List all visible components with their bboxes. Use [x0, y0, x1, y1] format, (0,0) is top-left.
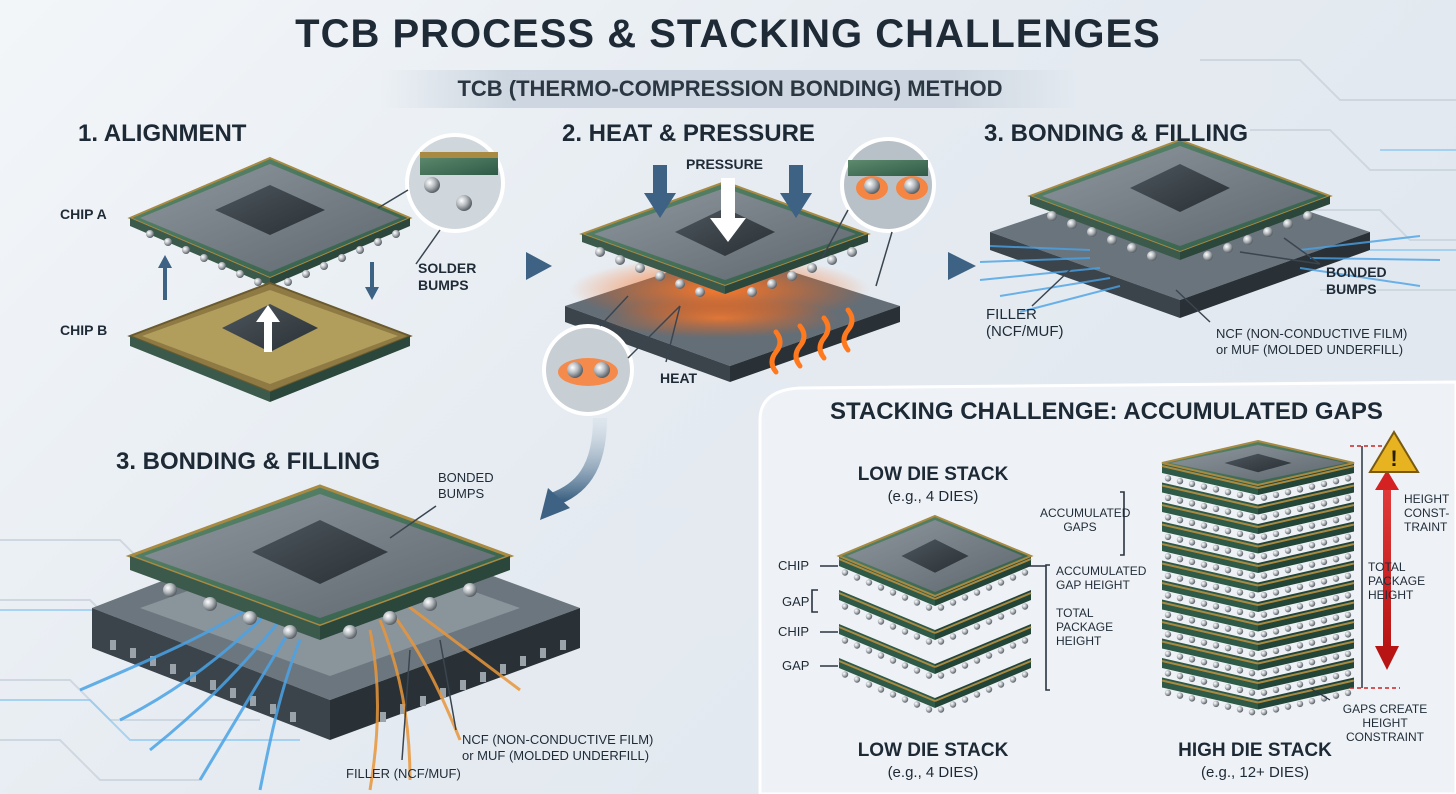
bonding-top-illustration	[979, 138, 1441, 323]
step-bonding-bottom-heading: 3. BONDING & FILLING	[116, 448, 380, 475]
high-stack-die	[1161, 677, 1355, 716]
high-stack-die	[1161, 658, 1355, 696]
gaps-create-constraint-label: GAPS CREATE HEIGHT CONSTRAINT	[1342, 702, 1428, 744]
low-stack-die	[836, 514, 1034, 611]
high-stack-die	[1161, 638, 1355, 677]
chip-a-label: CHIP A	[60, 206, 107, 222]
step-bonding-top-heading: 3. BONDING & FILLING	[984, 120, 1248, 147]
high-stack-die	[1161, 619, 1355, 657]
high-stack-die	[1161, 599, 1355, 638]
chip-b-label: CHIP B	[60, 322, 108, 338]
accumulated-gaps-label: ACCUMULATED GAPS	[1040, 506, 1131, 534]
heat-pressure-illustration	[542, 137, 936, 416]
gap-label-1: GAP	[782, 594, 810, 609]
filler-top-label: FILLER (NCF/MUF)	[986, 306, 1064, 340]
svg-text:!: !	[1390, 446, 1397, 471]
stacking-challenge-title: STACKING CHALLENGE: ACCUMULATED GAPS	[830, 398, 1383, 425]
high-stack-die	[1161, 521, 1355, 560]
bonding-bottom-illustration	[79, 484, 580, 791]
low-stack-die	[838, 590, 1032, 645]
bonded-bumps-top-label: BONDED BUMPS	[1326, 264, 1387, 297]
red-up-arrow	[1375, 470, 1399, 490]
chip-label-1: CHIP	[778, 558, 810, 573]
red-down-arrow	[1375, 646, 1399, 670]
high-stack-die	[1161, 580, 1355, 618]
low-stack-die	[838, 658, 1032, 713]
heat-label: HEAT	[660, 370, 698, 386]
low-stack-bottom-subtitle: (e.g., 4 DIES)	[887, 764, 979, 781]
ncf-muf-top-label: NCF (NON-CONDUCTIVE FILM) or MUF (MOLDED…	[1216, 326, 1408, 357]
high-stack-die	[1161, 439, 1355, 501]
high-stack-die	[1161, 502, 1355, 540]
subtitle-band	[380, 70, 1080, 108]
total-package-height-low-label: TOTAL PACKAGE HEIGHT	[1056, 606, 1114, 648]
alignment-illustration	[127, 133, 505, 402]
high-stack-die	[1161, 560, 1355, 599]
filler-bottom-label: FILLER (NCF/MUF)	[346, 766, 461, 781]
page-title: TCB PROCESS & STACKING CHALLENGES	[295, 12, 1161, 56]
gap-label-2: GAP	[782, 658, 810, 673]
step-heat-pressure-heading: 2. HEAT & PRESSURE	[562, 120, 815, 147]
solder-bumps-label: SOLDER BUMPS	[418, 260, 477, 293]
step-alignment-heading: 1. ALIGNMENT	[78, 120, 247, 147]
total-package-height-high-label: TOTAL PACKAGE HEIGHT	[1368, 560, 1426, 602]
pressure-label: PRESSURE	[686, 156, 764, 172]
high-die-stack-illustration	[1161, 439, 1355, 716]
high-stack-subtitle: (e.g., 12+ DIES)	[1201, 764, 1309, 781]
low-stack-bottom-title: LOW DIE STACK	[857, 740, 1009, 761]
high-stack-die	[1161, 541, 1355, 579]
high-stack-title: HIGH DIE STACK	[1178, 740, 1332, 761]
low-stack-die	[838, 624, 1032, 679]
low-stack-top-title: LOW DIE STACK	[857, 464, 1009, 485]
chip-label-2: CHIP	[778, 624, 810, 639]
page-subtitle: TCB (THERMO-COMPRESSION BONDING) METHOD	[457, 76, 1003, 101]
ncf-muf-bottom-label: NCF (NON-CONDUCTIVE FILM) or MUF (MOLDED…	[462, 732, 654, 763]
accumulated-gap-height-label: ACCUMULATED GAP HEIGHT	[1056, 564, 1147, 592]
height-constraint-label: HEIGHT CONST- TRAINT	[1404, 492, 1450, 534]
high-stack-die	[1161, 482, 1355, 521]
low-die-stack-illustration	[836, 514, 1034, 713]
warning-triangle-icon: !	[1368, 430, 1420, 473]
low-stack-top-subtitle: (e.g., 4 DIES)	[887, 488, 979, 505]
bonded-bumps-bottom-label: BONDED BUMPS	[438, 470, 494, 501]
